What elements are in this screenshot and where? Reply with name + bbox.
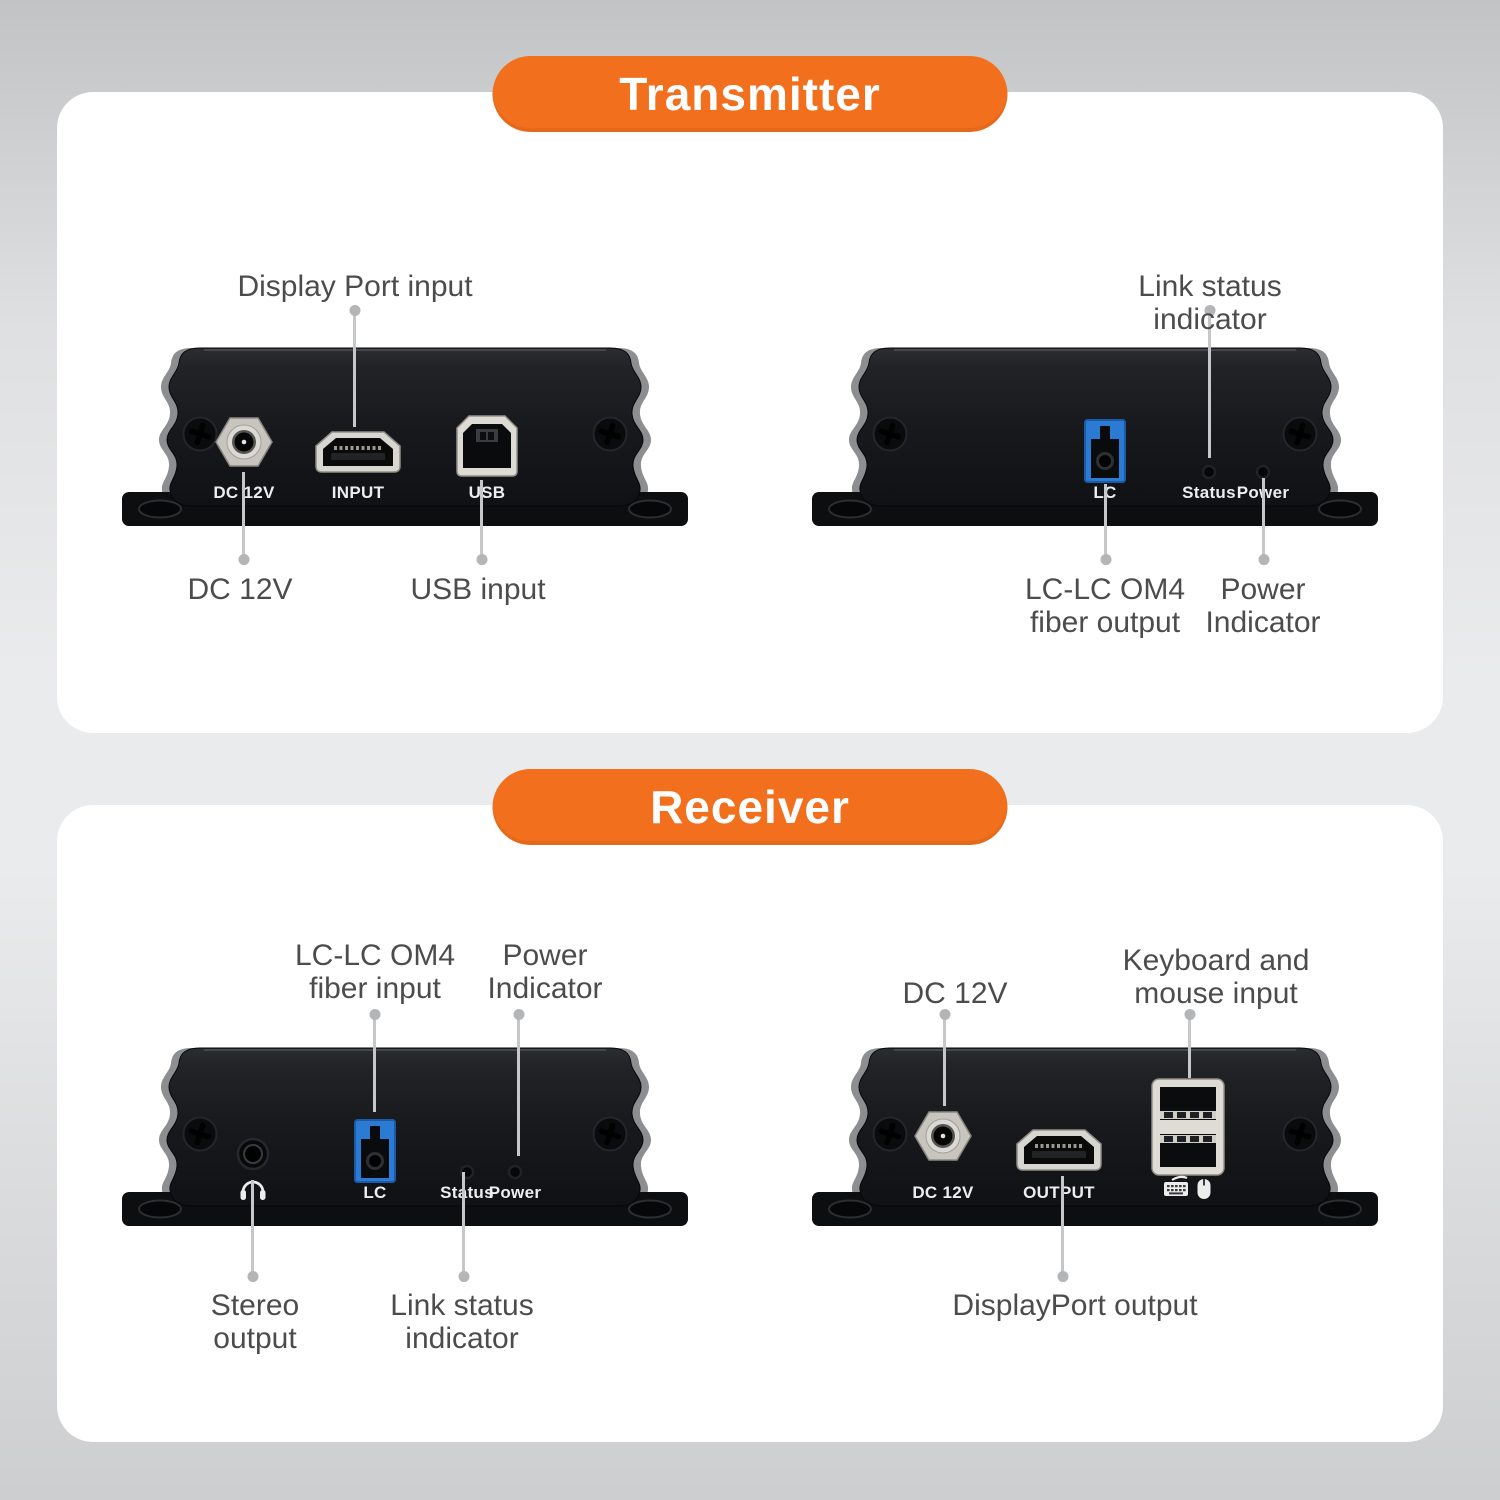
- receiver-rear-device: DC 12V OUTPUT: [810, 1042, 1380, 1228]
- callout-dot: [513, 1008, 524, 1020]
- device-chassis: [122, 348, 688, 526]
- transmitter-section: Transmitter DC 12V INPUT USB LC: [57, 56, 1443, 733]
- callout-power-indicator: Power Indicator: [487, 939, 603, 1005]
- transmitter-front-device: DC 12V INPUT USB: [120, 342, 690, 528]
- callout-power-indicator: Power Indicator: [1205, 573, 1321, 639]
- usb-b-port: [456, 415, 518, 477]
- power-led-label: Power: [489, 1183, 542, 1202]
- callout-dot: [1057, 1271, 1068, 1283]
- callout-line-power-indicator: [513, 1008, 524, 1156]
- callout-line-link-status: [458, 1172, 469, 1283]
- usb-port-label: USB: [469, 483, 506, 502]
- callout-displayport-input: Display Port input: [237, 270, 473, 303]
- callout-dc: DC 12V: [902, 977, 1008, 1010]
- callout-line-dc: [238, 472, 249, 566]
- lc-port-label: LC: [363, 1183, 386, 1202]
- callout-line-displayport-output: [1057, 1176, 1068, 1283]
- callout-fiber-input: LC-LC OM4 fiber input: [294, 939, 456, 1005]
- stereo-jack: [236, 1137, 270, 1171]
- callout-line-usb: [476, 480, 487, 566]
- callout-link-status: Link status indicator: [390, 1289, 534, 1355]
- callout-dot: [369, 1008, 380, 1020]
- receiver-front-device: LC Status Power: [120, 1042, 690, 1228]
- transmitter-title-pill: Transmitter: [492, 56, 1008, 132]
- device-chassis: [122, 1048, 688, 1226]
- mouse-icon: [1196, 1178, 1212, 1200]
- callout-dc: DC 12V: [187, 573, 293, 606]
- lc-fiber-port: [1083, 418, 1127, 484]
- callout-dot: [1258, 554, 1269, 566]
- callout-line-fiber-output: [1100, 484, 1111, 566]
- callout-line-displayport-input: [349, 304, 360, 427]
- transmitter-title: Transmitter: [619, 68, 881, 120]
- callout-dot: [238, 554, 249, 566]
- callout-line-link-status: [1204, 304, 1215, 458]
- power-led: [1255, 464, 1271, 480]
- callout-displayport-output: DisplayPort output: [952, 1289, 1198, 1322]
- callout-line-keyboard-mouse: [1184, 1008, 1195, 1078]
- receiver-title-pill: Receiver: [492, 769, 1008, 845]
- receiver-section: Receiver LC Status Power: [57, 769, 1443, 1442]
- device-chassis: [812, 1048, 1378, 1226]
- dc-port-label: DC 12V: [912, 1183, 974, 1202]
- receiver-title: Receiver: [650, 781, 850, 833]
- lc-fiber-port: [353, 1118, 397, 1184]
- callout-fiber-output: LC-LC OM4 fiber output: [1024, 573, 1186, 639]
- callout-dot: [939, 1008, 950, 1020]
- status-led: [1201, 464, 1217, 480]
- input-port-label: INPUT: [332, 483, 385, 502]
- callout-line-power-indicator: [1258, 478, 1269, 566]
- power-led: [507, 1164, 523, 1180]
- displayport-output-port: [1015, 1128, 1103, 1172]
- callout-dot: [1184, 1008, 1195, 1020]
- displayport-input-port: [314, 430, 402, 474]
- status-led-label: Status: [1182, 483, 1236, 502]
- transmitter-rear-device: LC Status Power: [810, 342, 1380, 528]
- callout-keyboard-mouse: Keyboard and mouse input: [1122, 944, 1310, 1010]
- callout-link-status: Link status indicator: [1138, 270, 1282, 336]
- callout-dot: [349, 304, 360, 316]
- callout-line-fiber-input: [369, 1008, 380, 1112]
- status-led-label: Status: [440, 1183, 494, 1202]
- callout-dot: [1100, 554, 1111, 566]
- callout-dot: [1204, 304, 1215, 316]
- callout-line-dc: [939, 1008, 950, 1106]
- output-port-label: OUTPUT: [1023, 1183, 1095, 1202]
- callout-dot: [476, 554, 487, 566]
- callout-line-stereo-output: [247, 1180, 258, 1283]
- callout-usb-input: USB input: [410, 573, 546, 606]
- callout-stereo-output: Stereo output: [210, 1289, 300, 1355]
- callout-dot: [458, 1271, 469, 1283]
- usb-a-dual-port: [1151, 1078, 1225, 1176]
- callout-dot: [247, 1271, 258, 1283]
